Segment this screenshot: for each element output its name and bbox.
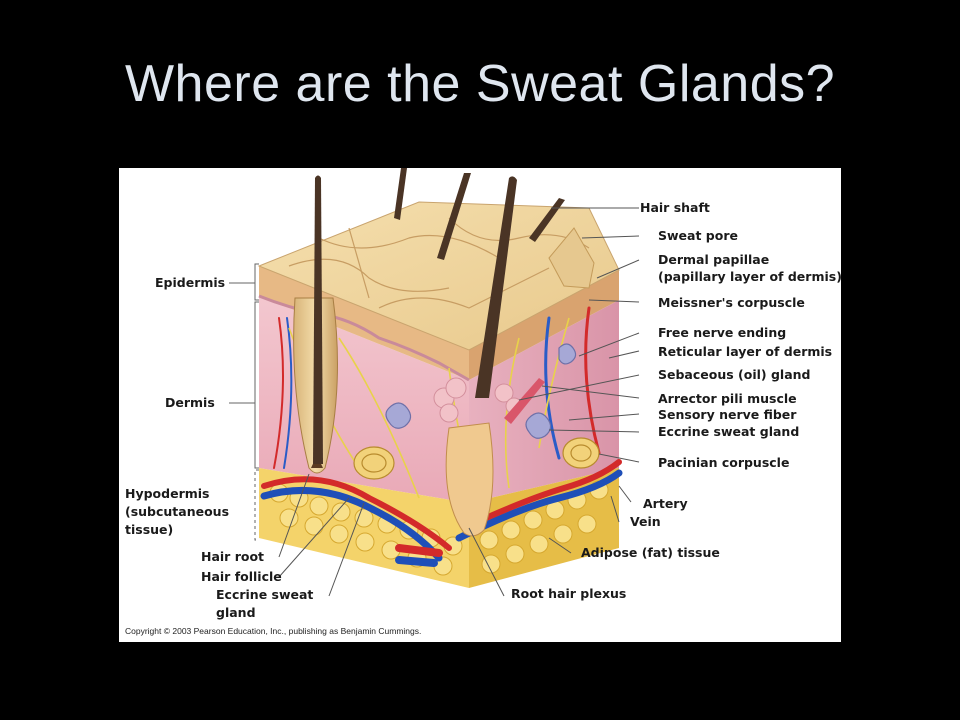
label-reticular-layer: Reticular layer of dermis (658, 344, 833, 359)
label-eccrine-gland-left: Eccrine sweat (216, 587, 314, 602)
label-vein: Vein (630, 514, 661, 529)
hair-follicle-left (293, 175, 338, 474)
hair-shafts (394, 168, 565, 260)
layer-brackets (229, 263, 259, 541)
label-sebaceous-gland: Sebaceous (oil) gland (658, 367, 811, 382)
skin-surface (257, 201, 620, 351)
label-hair-follicle: Hair follicle (201, 569, 282, 584)
pacinian-corpuscles (353, 437, 600, 480)
label-eccrine-gland-left-sub: gland (216, 605, 256, 620)
skin-cross-section-figure: Hair shaft Sweat pore Dermal papillae (p… (119, 168, 841, 642)
label-pacinian-corpuscle: Pacinian corpuscle (658, 455, 790, 470)
label-adipose-tissue: Adipose (fat) tissue (581, 545, 720, 560)
blood-vessels (260, 306, 623, 567)
label-hypodermis-tissue: tissue) (125, 522, 174, 537)
label-dermis: Dermis (165, 395, 215, 410)
skin-illustration (229, 168, 640, 597)
epidermis-flap (548, 227, 595, 289)
arrector-pili-muscle (504, 378, 545, 424)
leader-lines (278, 207, 640, 597)
epidermis-layer (258, 266, 619, 382)
label-root-hair-plexus: Root hair plexus (511, 586, 627, 601)
label-hypodermis: Hypodermis (125, 486, 210, 501)
label-hair-root: Hair root (201, 549, 265, 564)
label-sensory-nerve: Sensory nerve fiber (658, 407, 797, 422)
copyright-notice: Copyright © 2003 Pearson Education, Inc.… (125, 626, 422, 636)
label-eccrine-gland-right: Eccrine sweat gland (658, 424, 800, 439)
hair-follicle-center (433, 176, 523, 537)
label-hypodermis-sub: (subcutaneous (125, 504, 230, 519)
label-epidermis: Epidermis (155, 275, 226, 290)
label-arrector-pili: Arrector pili muscle (658, 391, 797, 406)
label-meissners-corpuscle: Meissner's corpuscle (658, 295, 805, 310)
slide-title: Where are the Sweat Glands? (124, 55, 836, 113)
label-free-nerve-ending: Free nerve ending (658, 325, 787, 340)
label-hair-shaft: Hair shaft (640, 200, 710, 215)
label-dermal-papillae: Dermal papillae (658, 252, 770, 267)
label-artery: Artery (643, 496, 688, 511)
label-dermal-papillae-sub: (papillary layer of dermis) (658, 269, 841, 284)
eccrine-sweat-glands (385, 343, 577, 439)
label-sweat-pore: Sweat pore (658, 228, 738, 243)
